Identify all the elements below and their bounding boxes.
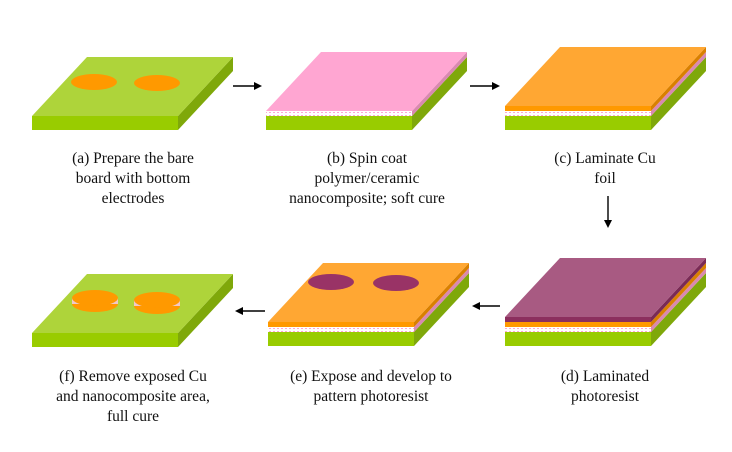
layer-board-side — [414, 273, 469, 346]
layer-nanocomposite-front — [505, 111, 651, 116]
layer-photoresist-side — [651, 258, 706, 322]
disc-copper-top — [134, 292, 180, 308]
layer-board-side — [651, 57, 706, 130]
arrow-a-to-b — [233, 82, 262, 90]
layer-nanocomposite-front — [505, 327, 651, 332]
layer-nanocomposite-side — [414, 268, 469, 332]
layer-nanocomposite-front — [268, 327, 414, 332]
photoresist-pattern — [373, 275, 419, 291]
arrow-b-to-c — [470, 82, 500, 90]
layer-copper-side — [651, 263, 706, 327]
arrow-head — [235, 307, 243, 315]
layer-board-top — [32, 57, 233, 116]
bottom-electrode — [134, 75, 180, 91]
layer-board-side — [178, 274, 233, 347]
caption-step-e: (e) Expose and develop to pattern photor… — [290, 368, 452, 405]
caption-step-c: (c) Laminate Cu foil — [554, 150, 656, 187]
arrow-head — [472, 302, 480, 310]
layer-nanocomposite-side — [412, 52, 467, 116]
capacitor-disc — [72, 290, 118, 312]
layer-copper-side — [414, 263, 469, 327]
photoresist-pattern — [308, 274, 354, 290]
board-step-b — [266, 52, 467, 130]
arrow-c-to-d — [604, 196, 612, 228]
layer-board-front — [32, 333, 178, 347]
capacitor-disc — [134, 292, 180, 314]
board-step-f — [32, 274, 233, 347]
arrow-head — [254, 82, 262, 90]
caption-step-d: (d) Laminated photoresist — [560, 368, 650, 405]
layer-nanocomposite-top — [266, 52, 467, 111]
board-step-a — [32, 57, 233, 130]
layer-board-side — [651, 273, 706, 346]
layer-copper-front — [268, 322, 414, 327]
bottom-electrode — [71, 74, 117, 90]
layer-copper-top — [505, 47, 706, 106]
board-step-c — [505, 47, 706, 130]
arrow-head — [492, 82, 500, 90]
layer-board-front — [505, 116, 651, 130]
arrow-d-to-e — [472, 302, 500, 310]
layer-photoresist-top — [505, 258, 706, 317]
layer-copper-front — [505, 322, 651, 327]
layer-nanocomposite-side — [651, 52, 706, 116]
layer-copper-front — [505, 106, 651, 111]
arrow-e-to-f — [235, 307, 265, 315]
caption-step-f: (f) Remove exposed Cu and nanocomposite … — [56, 368, 210, 425]
arrow-head — [604, 220, 612, 228]
board-step-e — [268, 263, 469, 346]
layer-board-front — [505, 332, 651, 346]
layer-photoresist-front — [505, 317, 651, 322]
caption-step-b: (b) Spin coat polymer/ceramic nanocompos… — [289, 150, 445, 207]
layer-board-front — [32, 116, 178, 130]
layer-board-front — [268, 332, 414, 346]
layer-board-side — [412, 57, 467, 130]
layer-board-front — [266, 116, 412, 130]
layer-board-side — [178, 57, 233, 130]
layer-copper-side — [651, 47, 706, 111]
layer-board-top — [32, 274, 233, 333]
layer-nanocomposite-side — [651, 268, 706, 332]
disc-copper-top — [72, 290, 118, 306]
board-step-d — [505, 258, 706, 346]
caption-step-a: (a) Prepare the bare board with bottom e… — [72, 150, 194, 207]
layer-nanocomposite-front — [266, 111, 412, 116]
